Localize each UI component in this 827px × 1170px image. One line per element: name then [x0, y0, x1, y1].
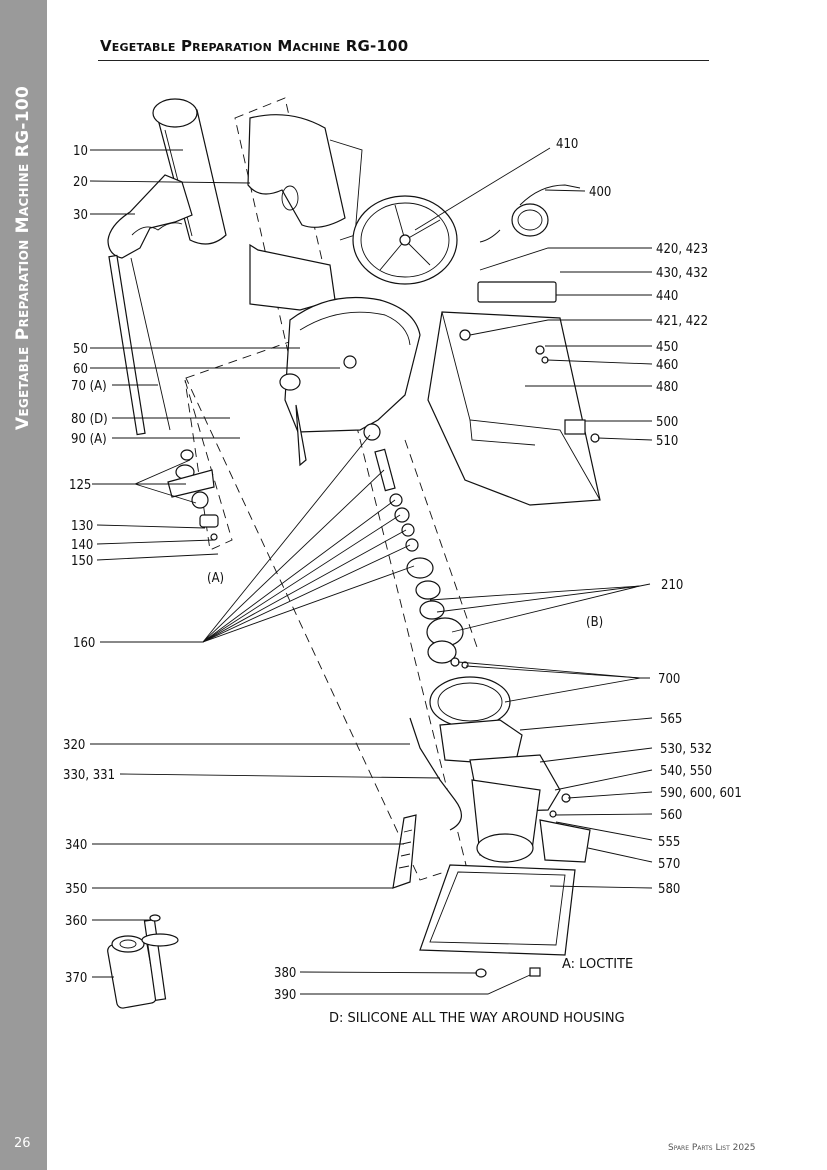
cutting-disc-part [352, 195, 458, 285]
label-20: 20 [73, 175, 88, 190]
leader-lines [89, 147, 653, 995]
label-130: 130 [71, 519, 93, 534]
label-500: 500 [656, 415, 678, 430]
group-b-label: (B) [586, 615, 603, 630]
label-410: 410 [556, 137, 578, 152]
label-570: 570 [658, 857, 680, 872]
label-380: 380 [274, 966, 296, 981]
label-350: 350 [65, 882, 87, 897]
feed-handle-part [107, 174, 193, 436]
header-rule [98, 60, 709, 61]
label-430: 430, 432 [656, 266, 708, 281]
label-70: 70 (A) [71, 379, 107, 394]
label-400: 400 [589, 185, 611, 200]
electrical-box-part [427, 281, 601, 506]
label-140: 140 [71, 538, 93, 553]
part-drawings [107, 98, 601, 1009]
part-labels: 10 20 30 50 60 70 (A) 80 (D) 90 (A) 125 … [63, 137, 742, 1003]
pusher-part [152, 98, 227, 245]
power-cable-part [479, 184, 581, 243]
label-421: 421, 422 [656, 314, 708, 329]
label-210: 210 [661, 578, 683, 593]
group-a-label: (A) [207, 571, 224, 586]
feed-tube-part [247, 114, 363, 311]
label-460: 460 [656, 358, 678, 373]
upper-housing-part [279, 296, 421, 467]
label-50: 50 [73, 342, 88, 357]
label-90: 90 (A) [71, 432, 107, 447]
label-480: 480 [656, 380, 678, 395]
wire-part [409, 717, 462, 831]
label-370: 370 [65, 971, 87, 986]
label-440: 440 [656, 289, 678, 304]
label-565: 565 [660, 712, 682, 727]
label-700: 700 [658, 672, 680, 687]
label-60: 60 [73, 362, 88, 377]
note-loctite: A: LOCTITE [562, 957, 633, 972]
footer-text: Spare Parts List 2025 [668, 1143, 756, 1153]
label-420: 420, 423 [656, 242, 708, 257]
label-540: 540, 550 [660, 764, 712, 779]
shaft-stack-parts [363, 423, 469, 669]
label-30: 30 [73, 208, 88, 223]
label-530: 530, 532 [660, 742, 712, 757]
label-320: 320 [63, 738, 85, 753]
sidebar-band: Vegetable Preparation Machine RG-100 26 [0, 0, 47, 1170]
label-160: 160 [73, 636, 95, 651]
label-330: 330, 331 [63, 768, 115, 783]
label-80: 80 (D) [71, 412, 108, 427]
grille-part [392, 814, 417, 889]
label-590: 590, 600, 601 [660, 786, 742, 801]
label-150: 150 [71, 554, 93, 569]
foot-part [475, 968, 487, 978]
label-360: 360 [65, 914, 87, 929]
label-125: 125 [69, 478, 91, 493]
label-10: 10 [73, 144, 88, 159]
label-450: 450 [656, 340, 678, 355]
label-390: 390 [274, 988, 296, 1003]
screw-part [529, 967, 541, 977]
label-555: 555 [658, 835, 680, 850]
latch-parts [167, 449, 219, 541]
label-510: 510 [656, 434, 678, 449]
page-number: 26 [14, 1136, 31, 1151]
motor-assembly-part [419, 676, 591, 956]
note-silicone: D: SILICONE ALL THE WAY AROUND HOUSING [329, 1011, 625, 1026]
label-340: 340 [65, 838, 87, 853]
tamper-part [107, 914, 179, 1009]
label-560: 560 [660, 808, 682, 823]
label-580: 580 [658, 882, 680, 897]
page-title: Vegetable Preparation Machine RG-100 [100, 37, 409, 55]
